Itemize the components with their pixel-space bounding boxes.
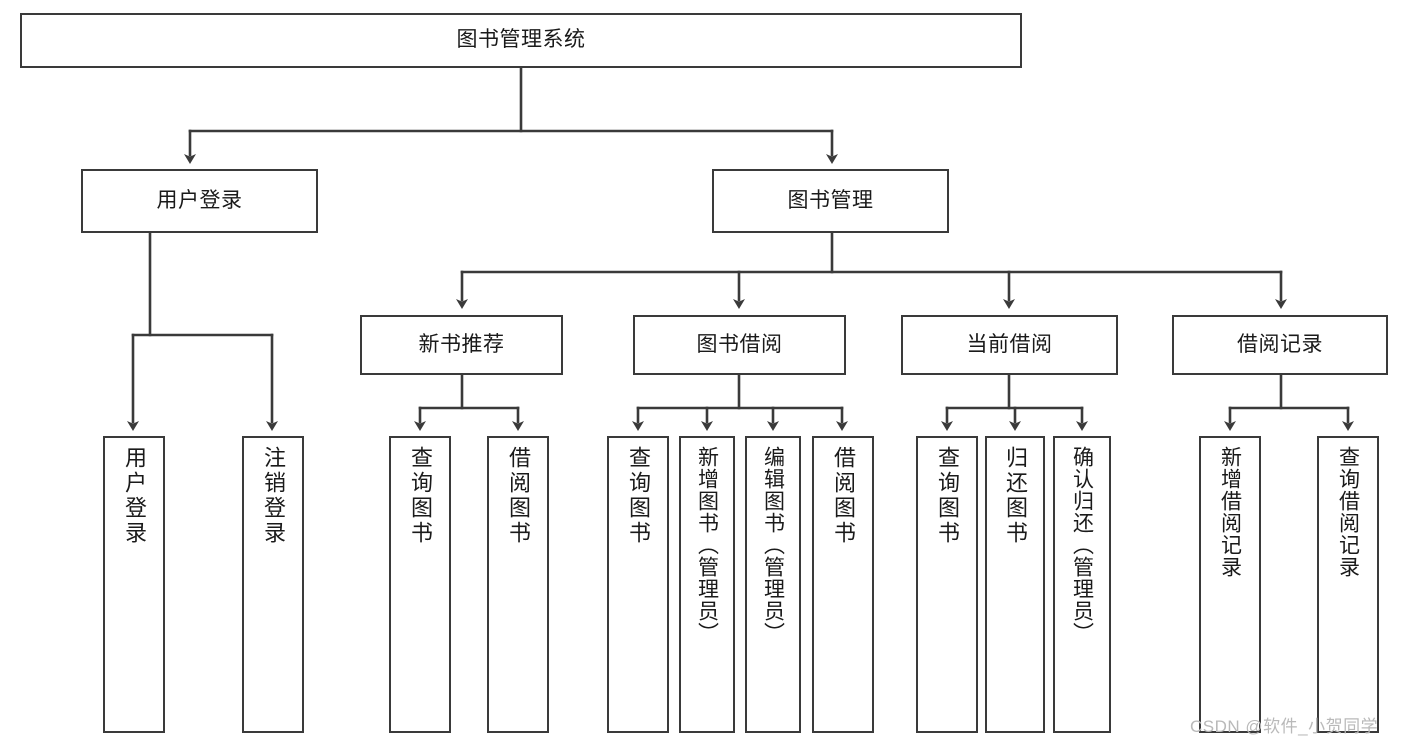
- node-label: 借阅图书: [831, 446, 856, 546]
- leaf-add-borrow-record[interactable]: 新增借阅记录: [1199, 436, 1261, 733]
- node-user-login[interactable]: 用户登录: [81, 169, 318, 233]
- node-label: 编辑图书（管理员）: [761, 446, 785, 644]
- leaf-edit-book-admin[interactable]: 编辑图书（管理员）: [745, 436, 801, 733]
- node-label: 查询图书: [935, 446, 960, 546]
- node-label: 新书推荐: [418, 332, 505, 356]
- node-label: 图书借阅: [696, 332, 783, 356]
- node-label: 新增图书（管理员）: [695, 446, 719, 644]
- node-book-borrow[interactable]: 图书借阅: [633, 315, 846, 375]
- leaf-lend-book[interactable]: 借阅图书: [812, 436, 874, 733]
- node-root-system[interactable]: 图书管理系统: [20, 13, 1022, 68]
- node-label: 归还图书: [1003, 446, 1028, 546]
- node-label: 图书管理系统: [456, 28, 586, 52]
- node-label: 查询借阅记录: [1336, 446, 1360, 578]
- node-label: 借阅图书: [506, 446, 531, 546]
- node-new-book-recommend[interactable]: 新书推荐: [360, 315, 563, 375]
- node-book-management[interactable]: 图书管理: [712, 169, 949, 233]
- leaf-borrow-book-recommend[interactable]: 借阅图书: [487, 436, 549, 733]
- leaf-query-book-recommend[interactable]: 查询图书: [389, 436, 451, 733]
- node-label: 用户登录: [122, 446, 147, 546]
- leaf-query-book-borrow[interactable]: 查询图书: [607, 436, 669, 733]
- node-label: 查询图书: [408, 446, 433, 546]
- node-borrow-record[interactable]: 借阅记录: [1172, 315, 1388, 375]
- node-label: 借阅记录: [1237, 332, 1323, 356]
- leaf-user-login[interactable]: 用户登录: [103, 436, 165, 733]
- csdn-watermark: CSDN @软件_小贺同学: [1190, 717, 1379, 736]
- node-label: 新增借阅记录: [1218, 446, 1242, 578]
- node-label: 用户登录: [156, 188, 243, 212]
- leaf-add-book-admin[interactable]: 新增图书（管理员）: [679, 436, 735, 733]
- leaf-query-book-current[interactable]: 查询图书: [916, 436, 978, 733]
- leaf-query-borrow-record[interactable]: 查询借阅记录: [1317, 436, 1379, 733]
- node-label: 注销登录: [261, 446, 286, 546]
- node-current-borrow[interactable]: 当前借阅: [901, 315, 1118, 375]
- node-label: 确认归还（管理员）: [1070, 446, 1094, 644]
- node-label: 当前借阅: [966, 332, 1053, 356]
- node-label: 查询图书: [626, 446, 651, 546]
- leaf-return-book[interactable]: 归还图书: [985, 436, 1045, 733]
- leaf-logout[interactable]: 注销登录: [242, 436, 304, 733]
- leaf-confirm-return-admin[interactable]: 确认归还（管理员）: [1053, 436, 1111, 733]
- node-label: 图书管理: [787, 188, 874, 212]
